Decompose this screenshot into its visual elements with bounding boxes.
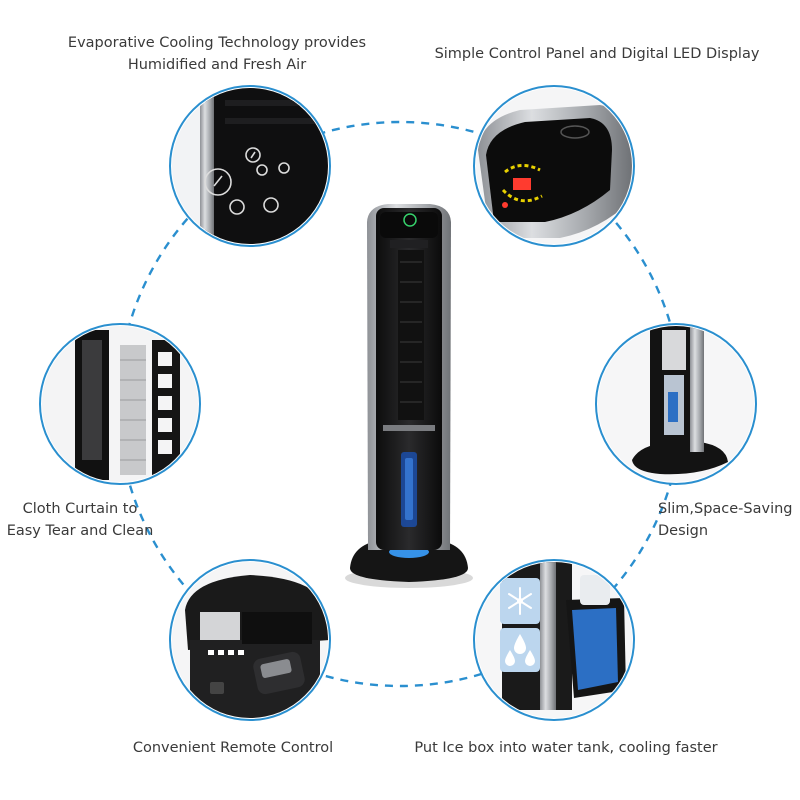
water-drops-icon: [505, 634, 535, 666]
remote-control-icon: [253, 651, 305, 695]
callout-touch-panel: [169, 85, 331, 247]
caption-line: Simple Control Panel and Digital LED Dis…: [434, 46, 760, 62]
caption-slim-design: Slim,Space-Saving Design: [658, 498, 793, 542]
caption-remote-control: Convenient Remote Control: [133, 737, 333, 759]
caption-control-panel: Simple Control Panel and Digital LED Dis…: [435, 43, 760, 65]
touch-button-icon: [204, 147, 290, 215]
callout-ice-box: [473, 559, 635, 721]
tower-cooler-product: [345, 204, 473, 588]
callout-led-display: [473, 85, 635, 247]
caption-line: Easy Tear and Clean: [6, 523, 154, 539]
caption-line: Humidified and Fresh Air: [127, 57, 307, 73]
caption-line: Design: [658, 523, 709, 539]
caption-line: Slim,Space-Saving: [658, 501, 793, 517]
caption-cloth-curtain: Cloth Curtain to Easy Tear and Clean: [7, 498, 154, 542]
callout-remote-control: [169, 559, 331, 721]
caption-line: Convenient Remote Control: [132, 740, 334, 756]
caption-line: Evaporative Cooling Technology provides: [67, 35, 367, 51]
caption-ice-box: Put Ice box into water tank, cooling fas…: [414, 737, 717, 759]
caption-evaporative-cooling: Evaporative Cooling Technology provides …: [68, 32, 366, 76]
caption-line: Put Ice box into water tank, cooling fas…: [414, 740, 718, 756]
snowflake-icon: [508, 587, 532, 615]
caption-line: Cloth Curtain to: [22, 501, 138, 517]
callout-slim-design: [595, 323, 757, 485]
callout-cloth-curtain: [39, 323, 201, 485]
